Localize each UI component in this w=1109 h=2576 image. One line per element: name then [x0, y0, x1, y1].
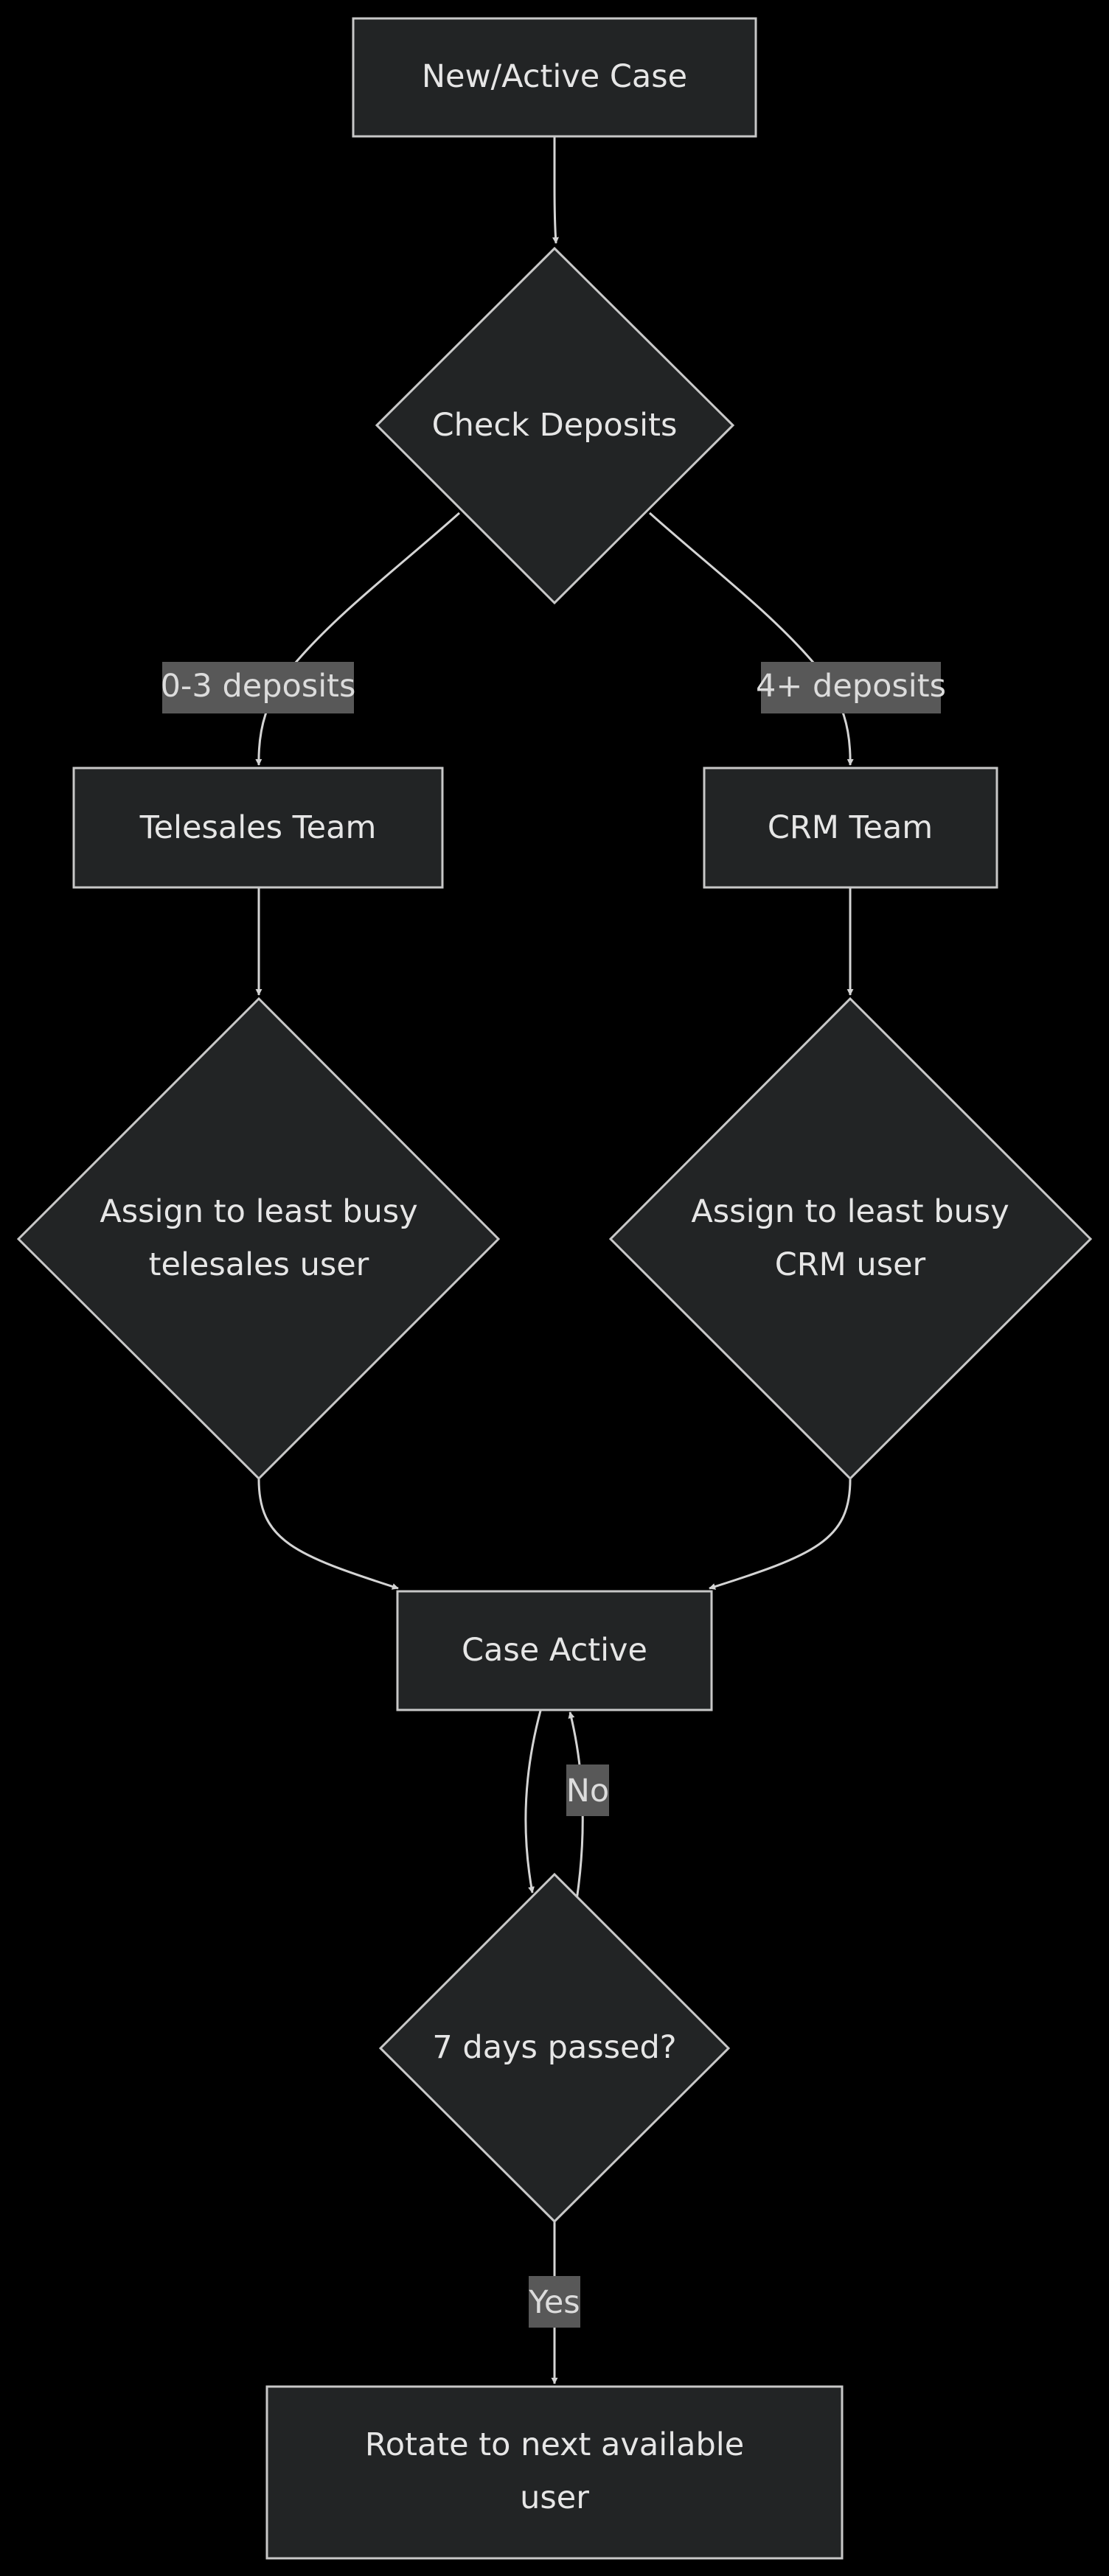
edge-label-high-deposits: 4+ deposits	[756, 662, 946, 713]
node-assign-telesales-label-line2: telesales user	[149, 1246, 369, 1283]
node-assign-telesales-label-line1: Assign to least busy	[100, 1193, 417, 1230]
node-assign-telesales: Assign to least busy telesales user	[16, 996, 501, 1481]
node-new-active-case: New/Active Case	[352, 17, 757, 138]
edge-label-high-deposits-text: 4+ deposits	[756, 668, 946, 705]
edge-label-yes: Yes	[528, 2276, 580, 2328]
node-check-deposits: Check Deposits	[375, 246, 735, 605]
node-case-active-label: Case Active	[462, 1632, 647, 1669]
node-rotate-user-label-line1: Rotate to next available	[365, 2426, 744, 2463]
node-crm-team: CRM Team	[703, 767, 998, 889]
edge-label-low-deposits-text: 0-3 deposits	[161, 668, 356, 705]
edge-label-no-text: No	[566, 1773, 609, 1809]
node-assign-crm-label-line2: CRM user	[775, 1246, 926, 1283]
edge-new-case-to-check-deposits	[552, 137, 559, 244]
node-seven-days-passed-label: 7 days passed?	[432, 2029, 676, 2066]
edge-check-deposits-to-crm	[649, 512, 854, 766]
node-crm-team-label: CRM Team	[768, 809, 933, 846]
edge-label-yes-text: Yes	[528, 2284, 580, 2321]
node-case-active: Case Active	[396, 1590, 713, 1711]
node-telesales-team: Telesales Team	[72, 767, 444, 889]
node-rotate-user-label-line2: user	[520, 2479, 589, 2516]
node-new-active-case-label: New/Active Case	[422, 58, 687, 95]
edge-label-low-deposits: 0-3 deposits	[161, 662, 356, 713]
node-telesales-team-label: Telesales Team	[139, 809, 377, 846]
edge-label-no: No	[566, 1765, 609, 1816]
node-rotate-user: Rotate to next available user	[265, 2385, 844, 2560]
edge-assign-telesales-to-case-active	[257, 1479, 399, 1590]
edge-check-deposits-to-telesales	[255, 512, 460, 766]
edge-case-active-to-seven-days	[524, 1710, 542, 1893]
node-check-deposits-label: Check Deposits	[432, 407, 678, 444]
edge-assign-crm-to-case-active	[709, 1479, 852, 1590]
node-seven-days-passed: 7 days passed?	[378, 1872, 731, 2224]
node-assign-crm: Assign to least busy CRM user	[608, 996, 1093, 1481]
node-assign-crm-label-line1: Assign to least busy	[691, 1193, 1009, 1230]
